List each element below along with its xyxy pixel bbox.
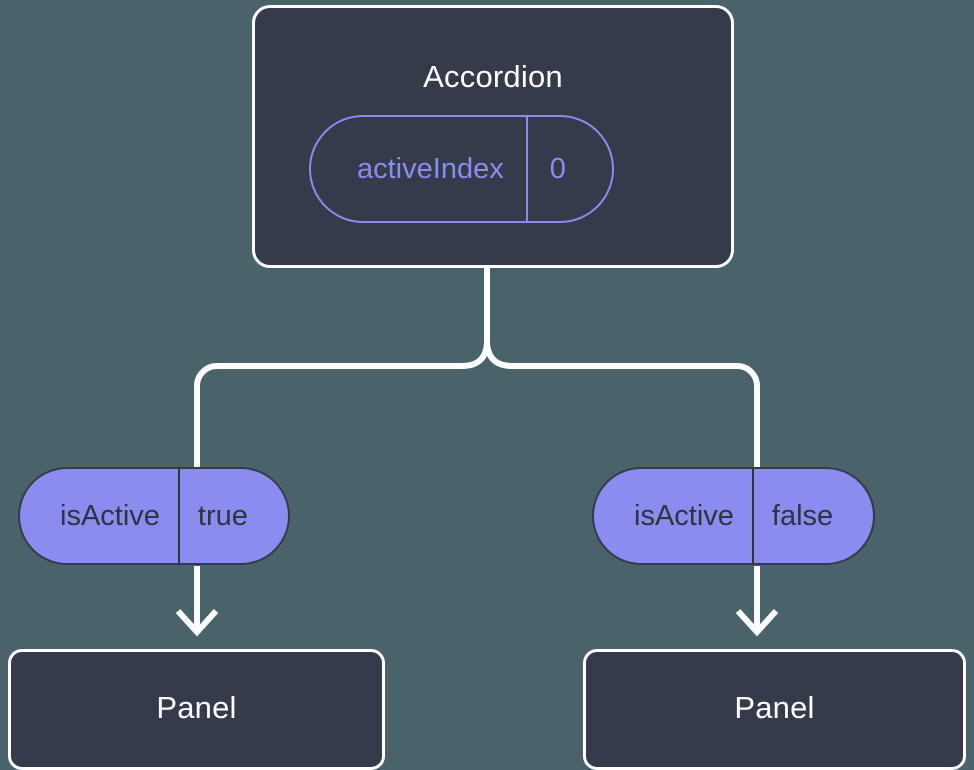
bus-right-branch: [484, 338, 760, 470]
accordion-title: Accordion: [423, 59, 563, 94]
prop-pill-isactive-false[interactable]: isActive false: [592, 467, 876, 565]
bus-left-branch: [194, 338, 490, 470]
state-pill-key: activeIndex: [357, 152, 504, 185]
state-pill-value: 0: [525, 117, 612, 221]
panel-component-card-left[interactable]: Panel: [8, 649, 385, 770]
prop-pill-value: true: [177, 469, 288, 563]
panel-label: Panel: [156, 689, 237, 725]
prop-pill-key: isActive: [60, 499, 160, 532]
arrow-right: [735, 566, 779, 637]
panel-label: Panel: [734, 689, 815, 725]
prop-pill-value: false: [751, 469, 873, 563]
state-pill-activeindex[interactable]: activeIndex 0: [309, 115, 614, 223]
prop-pill-isactive-true[interactable]: isActive true: [18, 467, 290, 565]
prop-pill-key: isActive: [634, 499, 734, 532]
arrow-left: [175, 566, 219, 637]
panel-component-card-right[interactable]: Panel: [583, 649, 966, 770]
